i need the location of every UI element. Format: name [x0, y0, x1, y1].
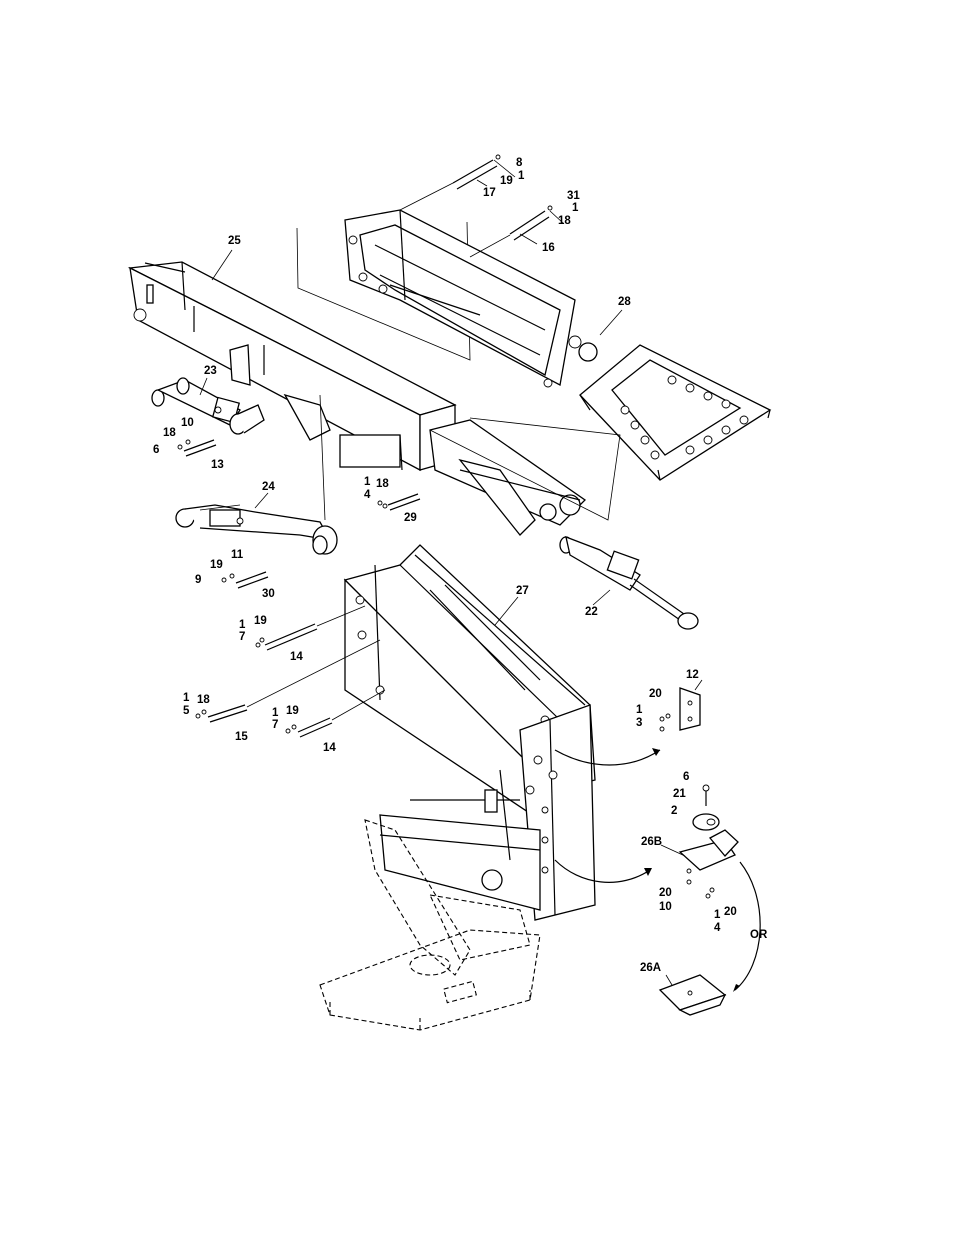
cylinder-22 [559, 535, 699, 630]
callout-6: 6 [153, 444, 159, 456]
callout-14: 14 [290, 651, 303, 663]
callout-9: 9 [195, 574, 201, 586]
callout-1: 1 [572, 202, 579, 214]
callout-17: 17 [483, 187, 496, 199]
callout-31: 31 [567, 190, 580, 202]
boom-25 [127, 261, 621, 536]
callout-19: 19 [500, 175, 513, 187]
callout-20: 20 [659, 887, 672, 899]
callout-29: 29 [404, 512, 417, 524]
callout-1: 1 [714, 909, 721, 921]
callout-7: 7 [272, 719, 278, 731]
callout-30: 30 [262, 588, 275, 600]
callout-20: 20 [724, 906, 737, 918]
callout-16: 16 [542, 242, 555, 254]
callout-8: 8 [516, 157, 523, 169]
callout-23: 23 [204, 365, 217, 377]
callout-19: 19 [254, 615, 267, 627]
callout-18: 18 [197, 694, 210, 706]
bracket-26a [658, 974, 727, 1016]
callout-26b: 26B [641, 836, 662, 848]
callout-27: 27 [516, 585, 529, 597]
frame-assembly-28 [296, 154, 772, 481]
callout-1: 1 [272, 707, 279, 719]
callout-12: 12 [686, 669, 699, 681]
callout-1: 1 [239, 619, 246, 631]
cylinder-24 [175, 504, 338, 589]
callout-20: 20 [649, 688, 662, 700]
callout-7: 7 [239, 631, 245, 643]
callout-10: 10 [659, 901, 672, 913]
callout-11: 11 [231, 549, 244, 561]
callout-26a: 26A [640, 962, 661, 974]
base-mount-dashed [319, 819, 541, 1031]
callout-1: 1 [636, 704, 643, 716]
callout-4: 4 [714, 922, 721, 934]
callout-19: 19 [210, 559, 223, 571]
callout-4: 4 [364, 489, 371, 501]
callout-18: 18 [163, 427, 176, 439]
callout-24: 24 [262, 481, 275, 493]
callout-1: 1 [364, 476, 371, 488]
callout-10: 10 [181, 417, 194, 429]
callout-6: 6 [683, 771, 689, 783]
bracket-12 [554, 687, 701, 766]
cylinder-23 [151, 377, 265, 457]
callout-22: 22 [585, 606, 598, 618]
callout-13: 13 [211, 459, 224, 471]
callout-15: 15 [235, 731, 248, 743]
callout-14: 14 [323, 742, 336, 754]
callout-leaders [199, 249, 703, 986]
callout-18: 18 [558, 215, 571, 227]
callout-2: 2 [671, 805, 677, 817]
bracket-26b [554, 784, 761, 992]
callout-or: OR [750, 929, 768, 941]
callout-18: 18 [376, 478, 389, 490]
callout-28: 28 [618, 296, 631, 308]
callout-1: 1 [183, 692, 190, 704]
callout-3: 3 [636, 717, 642, 729]
arm-27 [195, 544, 596, 921]
callout-1: 1 [518, 170, 525, 182]
callout-21: 21 [673, 788, 686, 800]
callout-labels: 8 1 19 17 31 1 18 16 25 28 23 10 18 6 13… [153, 157, 768, 974]
callout-19: 19 [286, 705, 299, 717]
callout-25: 25 [228, 235, 241, 247]
callout-5: 5 [183, 705, 190, 717]
